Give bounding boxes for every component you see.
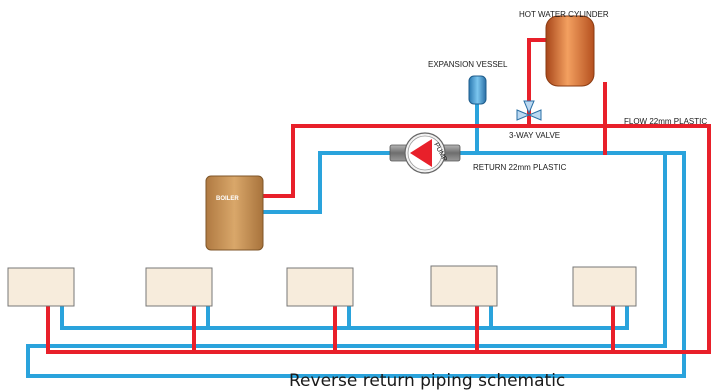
pump-direction-icon — [410, 139, 432, 167]
three-way-valve-icon: 3-WAY VALVE — [509, 100, 560, 140]
pump: PUMP — [389, 132, 461, 174]
return-pipe-boiler-to-pump — [261, 151, 394, 214]
return-pipework — [26, 102, 686, 378]
diagram-caption: Reverse return piping schematic — [289, 371, 565, 390]
boiler-label: BOILER — [216, 196, 239, 202]
flow-pipe-label: FLOW 22mm PLASTIC — [624, 117, 707, 126]
return-pipe-label: RETURN 22mm PLASTIC — [473, 163, 567, 172]
three-way-valve-label: 3-WAY VALVE — [509, 131, 560, 140]
radiator-4 — [430, 265, 498, 307]
expansion-vessel-label: EXPANSION VESSEL — [428, 60, 508, 69]
radiator-3 — [286, 267, 354, 307]
cylinder-flow-pipe — [527, 38, 550, 113]
boiler: BOILER — [205, 175, 264, 251]
radiator-1 — [7, 267, 75, 307]
hot-water-cylinder: HOT WATER CYLINDER — [519, 10, 609, 87]
expansion-vessel: EXPANSION VESSEL — [428, 60, 508, 105]
return-main — [26, 151, 667, 348]
radiators — [7, 265, 637, 307]
hot-water-cylinder-label: HOT WATER CYLINDER — [519, 10, 609, 19]
radiator-5 — [572, 266, 637, 307]
return-pipe-pump-to-main — [26, 151, 686, 378]
flow-pipe-boiler-out — [46, 124, 711, 354]
radiator-2 — [145, 267, 213, 307]
